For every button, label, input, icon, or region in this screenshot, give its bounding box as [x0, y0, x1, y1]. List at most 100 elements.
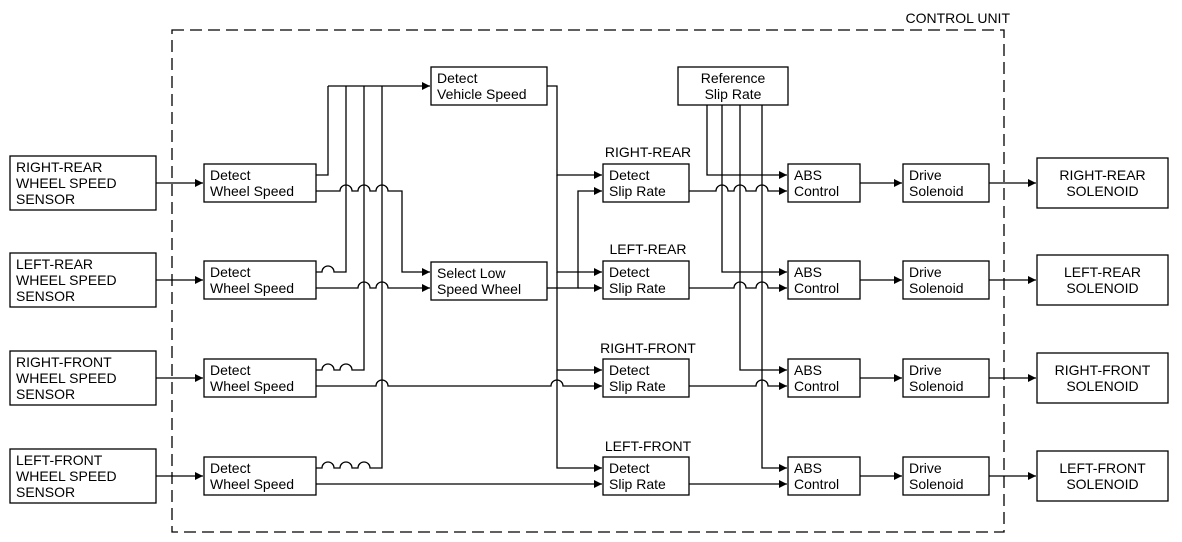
detect-wheel-speed-block-text: Wheel Speed [210, 183, 294, 199]
reference-to-abs-wire [739, 105, 787, 374]
detect-vehicle-speed-block-text: Detect [437, 70, 478, 86]
solenoid-output-text: RIGHT-FRONT [1055, 362, 1151, 378]
reference-slip-rate-block-text: Reference [701, 70, 766, 86]
solenoid-output-text: LEFT-FRONT [1059, 460, 1146, 476]
detect-slip-rate-block-text: Detect [609, 362, 650, 378]
detect-slip-rate-block-text: Slip Rate [609, 476, 666, 492]
drive-solenoid-block-text: Solenoid [909, 378, 964, 394]
vehicle-speed-to-slip-wire [556, 175, 602, 276]
wheel-speed-sensor-text: WHEEL SPEED [16, 272, 117, 288]
wheel-speed-sensor-text: SENSOR [16, 484, 75, 500]
control-unit-frame [171, 29, 1005, 533]
wheel-speed-sensor-text: LEFT-FRONT [16, 452, 103, 468]
drive-solenoid-block-text: Solenoid [909, 476, 964, 492]
detect-slip-rate-block-text: Slip Rate [609, 378, 666, 394]
lr-to-select-low-wire [316, 281, 430, 292]
vehicle-speed-to-slip-wire [556, 370, 602, 472]
select-low-speed-wheel-block-text: Select Low [437, 265, 506, 281]
wheel-speed-sensor-text: WHEEL SPEED [16, 468, 117, 484]
wheel-position-label: RIGHT-REAR [605, 144, 691, 160]
wheel-speed-sensor-text: RIGHT-REAR [16, 159, 102, 175]
detect-wheel-speed-block-text: Detect [210, 362, 251, 378]
detect-wheel-speed-block-text: Wheel Speed [210, 378, 294, 394]
wheel-position-label: LEFT-FRONT [605, 438, 692, 454]
detect-wheel-speed-block-text: Wheel Speed [210, 280, 294, 296]
solenoid-output-text: SOLENOID [1066, 183, 1138, 199]
solenoid-output-text: LEFT-REAR [1064, 264, 1141, 280]
abs-control-block-text: ABS [794, 167, 822, 183]
rf-to-slip-wire [316, 379, 602, 390]
solenoid-output-text: SOLENOID [1066, 280, 1138, 296]
detect-slip-rate-block-text: Slip Rate [609, 183, 666, 199]
wheel-speed-bus-wire [316, 86, 383, 469]
abs-control-block-text: Control [794, 183, 839, 199]
solenoid-output-text: RIGHT-REAR [1059, 167, 1145, 183]
rr-to-select-low-wire [316, 184, 430, 276]
detect-wheel-speed-block-text: Detect [210, 167, 251, 183]
drive-solenoid-block-text: Drive [909, 264, 942, 280]
select-low-speed-wheel-block-text: Speed Wheel [437, 281, 521, 297]
drive-solenoid-block-text: Solenoid [909, 280, 964, 296]
connection-wires [156, 82, 1036, 488]
slip-to-abs-wire [689, 281, 787, 292]
detect-slip-rate-block-text: Detect [609, 167, 650, 183]
wheel-speed-bus-wire [316, 86, 347, 273]
abs-control-block-text: Control [794, 280, 839, 296]
reference-to-abs-wire [721, 105, 787, 276]
drive-solenoid-block-text: Solenoid [909, 183, 964, 199]
wheel-speed-sensor-text: LEFT-REAR [16, 256, 93, 272]
wheel-position-label: RIGHT-FRONT [600, 340, 696, 356]
vehicle-speed-to-slip-wire [547, 85, 602, 179]
wheel-speed-sensor-text: SENSOR [16, 191, 75, 207]
detect-wheel-speed-block-text: Wheel Speed [210, 476, 294, 492]
solenoid-output-text: SOLENOID [1066, 378, 1138, 394]
detect-vehicle-speed-block-text: Vehicle Speed [437, 86, 527, 102]
abs-control-block-text: Control [794, 378, 839, 394]
detect-slip-rate-block-text: Detect [609, 460, 650, 476]
detect-wheel-speed-block-text: Detect [210, 264, 251, 280]
abs-control-block-text: ABS [794, 460, 822, 476]
drive-solenoid-block-text: Drive [909, 362, 942, 378]
wheel-speed-sensor-text: SENSOR [16, 386, 75, 402]
slip-to-abs-wire [689, 184, 787, 195]
select-low-to-rr-wire [557, 187, 602, 289]
detect-slip-rate-block-text: Detect [609, 264, 650, 280]
reference-to-abs-wire [706, 105, 787, 179]
detect-slip-rate-block-text: Slip Rate [609, 280, 666, 296]
wheel-position-label: LEFT-REAR [609, 241, 686, 257]
vehicle-speed-to-slip-wire [556, 272, 602, 374]
detect-wheel-speed-block-text: Detect [210, 460, 251, 476]
drive-solenoid-block-text: Drive [909, 167, 942, 183]
solenoid-output-text: SOLENOID [1066, 476, 1138, 492]
slip-to-abs-wire [689, 379, 787, 390]
wheel-speed-sensor-text: RIGHT-FRONT [16, 354, 112, 370]
abs-control-block-text: ABS [794, 362, 822, 378]
abs-control-block-text: ABS [794, 264, 822, 280]
